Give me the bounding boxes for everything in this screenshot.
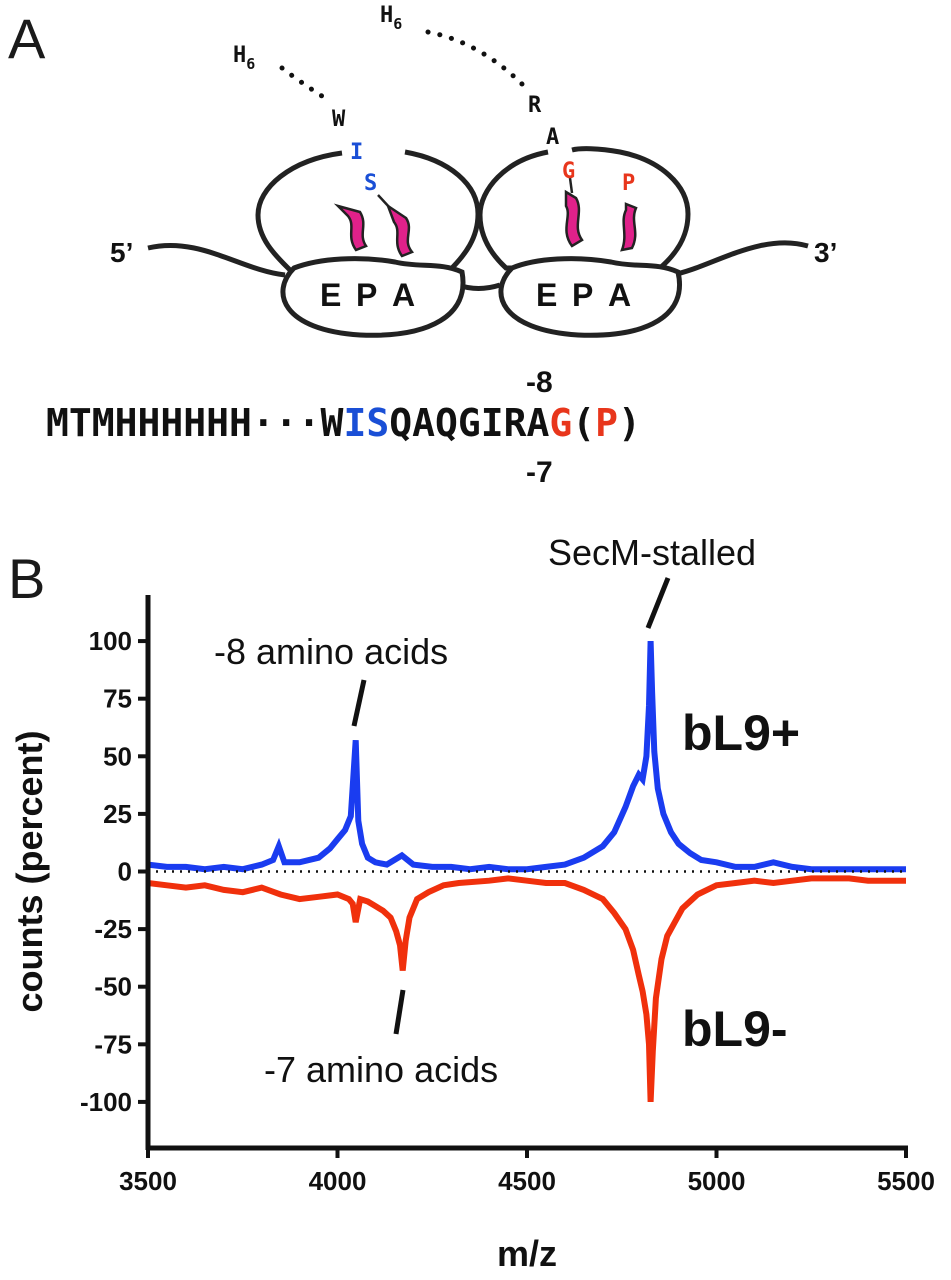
y-tick-label: 50	[103, 741, 132, 771]
ribosome-1: E P A	[255, 149, 481, 338]
chain-1-dots	[279, 65, 331, 103]
ribosome-2-small-subunit	[498, 256, 682, 338]
panel-b-letter: B	[8, 547, 45, 610]
y-tick-label: -25	[94, 914, 132, 944]
ribosome-2-site-a: A	[608, 277, 631, 313]
ribosome-1-site-p: P	[356, 277, 377, 313]
seq-s: S	[366, 401, 389, 445]
seq-open-paren: (	[572, 401, 595, 445]
annotation-minus8-leader	[351, 679, 367, 727]
annotation-minus8: -8 amino acids	[214, 631, 448, 672]
annotation-secm-stalled-leader	[645, 577, 671, 629]
ribosome-2-trna-p-link	[568, 177, 574, 194]
label-bl9-minus: bL9-	[682, 1001, 788, 1057]
y-tick-label: 100	[89, 626, 132, 656]
x-tick-label: 4000	[309, 1166, 367, 1196]
series-line-bl9-plus	[147, 641, 906, 873]
x-axis-label: m/z	[497, 1233, 557, 1274]
ribosome-2-site-p: P	[572, 277, 593, 313]
five-prime-label: 5’	[110, 237, 133, 268]
chain-1-residue-s: S	[364, 171, 377, 196]
label-bl9-plus: bL9+	[682, 705, 800, 761]
seq-i: I	[343, 401, 366, 445]
ribosome-1-trna-a-link	[377, 194, 391, 209]
chain-2-residue-r: R	[528, 93, 542, 118]
panel-a-letter: A	[8, 7, 46, 70]
sequence-label-minus8: -8	[526, 366, 553, 399]
x-tick-label: 3500	[119, 1166, 177, 1196]
ribosome-2: E P A	[477, 146, 691, 338]
x-tick-label: 5500	[877, 1166, 935, 1196]
mrna-strand	[147, 240, 809, 291]
chain-2-tag: H6	[380, 3, 402, 33]
y-tick-label: -100	[80, 1087, 132, 1117]
annotation-minus7: -7 amino acids	[264, 1049, 498, 1090]
chain-1-residue-w: W	[332, 107, 346, 132]
ribosome-1-trna-a	[385, 202, 415, 258]
y-axis-label: counts (percent)	[9, 730, 50, 1012]
chain-1-residue-i: I	[350, 140, 363, 165]
seq-middle: QAQGIRA	[389, 401, 549, 445]
sequence-line: MTMHHHHHH···WISQAQGIRAG(P)	[46, 401, 641, 445]
y-tick-label: 75	[103, 684, 132, 714]
seq-p: P	[595, 401, 618, 445]
seq-close-paren: )	[618, 401, 641, 445]
three-prime-label: 3’	[814, 237, 837, 268]
nascent-chain-1: H6 W I S	[233, 43, 377, 196]
y-tick-label: 25	[103, 799, 132, 829]
chain-2-residue-g: G	[562, 159, 575, 184]
seq-g: G	[549, 401, 572, 445]
ribosome-2-large-subunit	[477, 146, 691, 271]
annotation-secm-stalled: SecM-stalled	[548, 532, 756, 573]
ribosome-1-site-e: E	[320, 277, 341, 313]
chain-2-residue-a: A	[546, 125, 559, 150]
ribosome-1-trna-p	[333, 203, 368, 252]
ribosome-1-site-a: A	[392, 277, 415, 313]
ribosome-2-trna-a	[620, 202, 638, 252]
panel-b: B 100 75 50 25 0 -25 -50 -75 -100 3500 4000 4500 500…	[8, 532, 935, 1274]
ribosome-1-small-subunit	[280, 256, 466, 338]
ribosome-2-trna-p	[564, 189, 584, 248]
chain-2-dots	[425, 29, 527, 89]
sequence-label-minus7: -7	[526, 456, 553, 489]
nascent-chain-2: H6 R A G P	[380, 3, 635, 196]
y-tick-label: 0	[118, 857, 132, 887]
series-line-bl9-minus	[147, 875, 906, 1103]
seq-dots: ···	[252, 401, 321, 445]
chain-2-residue-p: P	[622, 171, 635, 196]
y-tick-label: -75	[94, 1029, 132, 1059]
y-tick-label: -50	[94, 972, 132, 1002]
ribosome-2-site-e: E	[536, 277, 557, 313]
panel-a: A 5’ 3’ E P A E P A H6	[8, 3, 837, 489]
chain-1-tag: H6	[233, 43, 255, 73]
seq-w: W	[321, 401, 344, 445]
seq-prefix: MTMHHHHHH	[46, 401, 252, 445]
ribosome-1-large-subunit	[255, 149, 481, 273]
x-tick-label: 4500	[498, 1166, 556, 1196]
annotation-minus7-leader	[393, 989, 406, 1035]
mass-spectrum-chart: 100 75 50 25 0 -25 -50 -75 -100 3500 4000 4500 5000 5…	[9, 595, 935, 1274]
x-tick-label: 5000	[688, 1166, 746, 1196]
